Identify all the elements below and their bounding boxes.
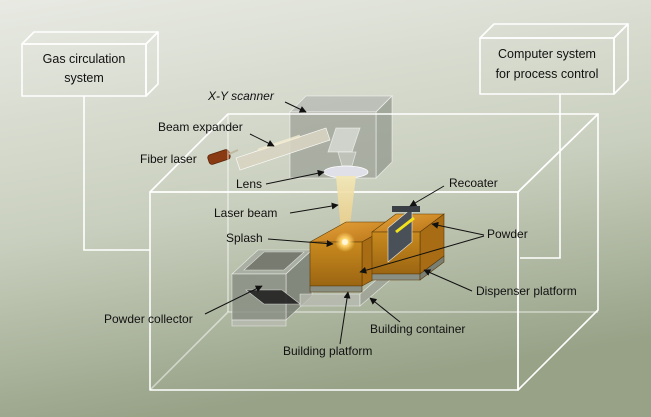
label-laser-beam: Laser beam <box>214 206 277 220</box>
leader-laser-beam <box>289 202 339 214</box>
gas-circulation-label-line2: system <box>64 71 104 85</box>
leader-dispenser-platform <box>423 269 473 292</box>
label-fiber-laser: Fiber laser <box>140 152 197 166</box>
label-recoater: Recoater <box>449 176 498 190</box>
leader-powder-bed <box>359 235 485 274</box>
label-powder: Powder <box>487 227 528 241</box>
leader-powder-dispenser <box>431 221 485 236</box>
label-splash: Splash <box>226 231 263 245</box>
process-chamber <box>149 113 599 391</box>
label-dispenser-platform: Dispenser platform <box>476 284 577 298</box>
label-building-container: Building container <box>370 322 465 336</box>
label-powder-collector: Powder collector <box>104 312 193 326</box>
computer-system-box <box>479 23 629 95</box>
leader-building-platform <box>339 291 351 345</box>
splash-core <box>342 239 348 245</box>
gas-circulation-label-line1: Gas circulation <box>43 52 126 66</box>
label-lens: Lens <box>236 177 262 191</box>
leader-powder-collector <box>204 285 263 315</box>
label-building-platform: Building platform <box>283 344 372 358</box>
annotations: X-Y scanner Beam expander Fiber laser Le… <box>104 89 577 358</box>
fiber-laser <box>207 149 239 165</box>
computer-system-label-line2: for process control <box>496 67 599 81</box>
label-xy-scanner: X-Y scanner <box>207 89 275 103</box>
computer-connection-line <box>520 94 561 259</box>
leader-xy-scanner <box>284 101 307 113</box>
leader-lens <box>265 169 325 185</box>
beam-expander <box>235 127 331 171</box>
gas-connection-line <box>83 96 150 251</box>
leader-beam-expander <box>249 133 275 147</box>
computer-system-label-line1: Computer system <box>498 47 596 61</box>
leader-recoater <box>409 185 445 207</box>
label-beam-expander: Beam expander <box>158 120 243 134</box>
leader-building-container <box>369 297 401 323</box>
leader-splash <box>267 238 334 248</box>
recoater <box>387 206 420 263</box>
